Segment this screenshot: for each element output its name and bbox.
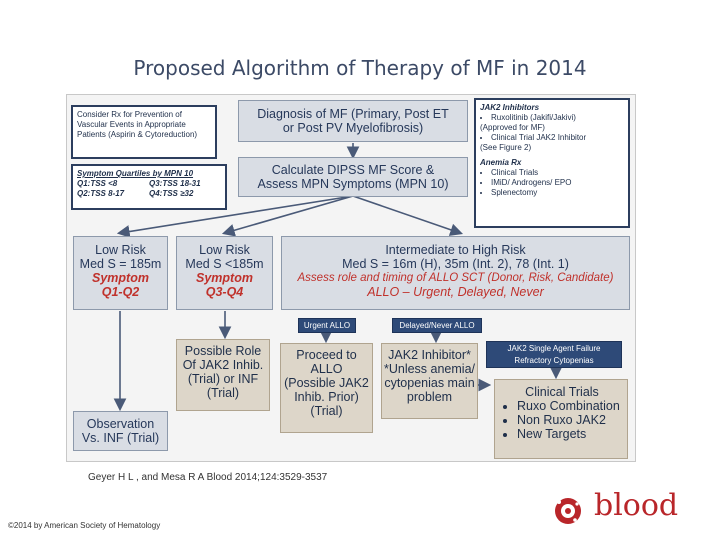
- anemia-item-splenectomy: Splenectomy: [491, 188, 624, 198]
- jak2-inhibitor-line-1: JAK2 Inhibitor*: [388, 348, 471, 362]
- page-title: Proposed Algorithm of Therapy of MF in 2…: [133, 56, 587, 80]
- proceed-to-allo-box: Proceed to ALLO (Possible JAK2 Inhib. Pr…: [280, 343, 373, 433]
- possible-role-box: Possible Role Of JAK2 Inhib. (Trial) or …: [176, 339, 270, 411]
- jak2-approved: (Approved for MF): [480, 123, 545, 132]
- consider-line-2: Vascular Events in Appropriate: [77, 120, 186, 129]
- quartiles-heading: Symptom Quartiles by MPN 10: [77, 169, 194, 178]
- low-risk-symptom: Symptom: [92, 271, 149, 285]
- clinical-item-non-ruxo: Non Ruxo JAK2: [517, 413, 623, 427]
- proceed-line-3: (Possible JAK2: [284, 376, 369, 390]
- low-risk-line-1: Low Risk: [95, 243, 146, 257]
- observation-line-1: Observation: [86, 417, 155, 431]
- diagnosis-box: Diagnosis of MF (Primary, Post ET or Pos…: [238, 100, 468, 142]
- observation-box: Observation Vs. INF (Trial): [73, 411, 168, 451]
- low-risk-line-2: Med S = 185m: [79, 257, 162, 271]
- symptom-quartiles-box: Symptom Quartiles by MPN 10 Q1:TSS <8 Q3:…: [71, 164, 227, 210]
- jak2-inhibitor-line-2: *Unless anemia/: [383, 362, 475, 376]
- anemia-heading: Anemia Rx: [480, 158, 522, 167]
- low-risk2-quartile: Q3-Q4: [205, 285, 244, 299]
- jak2-item-clinical-trial: Clinical Trial JAK2 Inhibitor: [491, 133, 624, 143]
- citation: Geyer H L , and Mesa R A Blood 2014;124:…: [88, 472, 328, 483]
- clinical-trials-box: Clinical Trials Ruxo Combination Non Rux…: [494, 379, 628, 459]
- diagnosis-line-1: Diagnosis of MF (Primary, Post ET: [257, 107, 449, 121]
- urgent-allo-label: Urgent ALLO: [298, 318, 356, 333]
- delayed-never-allo-label: Delayed/Never ALLO: [392, 318, 482, 333]
- anemia-item-clinical-trials: Clinical Trials: [491, 168, 624, 178]
- low-risk-q3q4-box: Low Risk Med S <185m Symptom Q3-Q4: [176, 236, 273, 310]
- intermediate-line-4: ALLO – Urgent, Delayed, Never: [367, 285, 544, 299]
- possible-line-4: (Trial): [206, 386, 240, 400]
- intermediate-line-2: Med S = 16m (H), 35m (Int. 2), 78 (Int. …: [342, 257, 569, 271]
- intermediate-high-risk-box: Intermediate to High Risk Med S = 16m (H…: [281, 236, 630, 310]
- quartile-q4: Q4:TSS ≥32: [149, 189, 194, 198]
- proceed-line-4: Inhib. Prior): [294, 390, 359, 404]
- possible-line-1: Possible Role: [184, 344, 262, 358]
- low-risk-q1q2-box: Low Risk Med S = 185m Symptom Q1-Q2: [73, 236, 168, 310]
- calculate-line-1: Calculate DIPSS MF Score &: [271, 163, 435, 177]
- jak2-single-agent-failure-label: JAK2 Single Agent Failure Refractory Cyt…: [486, 341, 622, 368]
- calculate-box: Calculate DIPSS MF Score & Assess MPN Sy…: [238, 157, 468, 197]
- intermediate-line-1: Intermediate to High Risk: [385, 243, 526, 257]
- jak2-failure-line-2: Refractory Cytopenias: [514, 356, 594, 365]
- diagnosis-line-2: or Post PV Myelofibrosis): [282, 121, 424, 135]
- low-risk2-line-1: Low Risk: [199, 243, 250, 257]
- quartile-q2: Q2:TSS 8-17: [77, 189, 125, 198]
- proceed-line-5: (Trial): [310, 404, 343, 418]
- jak2-see-figure: (See Figure 2): [480, 143, 532, 152]
- jak2-inhibitor-box: JAK2 Inhibitor* *Unless anemia/ cytopeni…: [381, 343, 478, 419]
- blood-logo-icon: [555, 498, 581, 524]
- consider-line-3: Patients (Aspirin & Cytoreduction): [77, 130, 198, 139]
- consider-rx-box: Consider Rx for Prevention of Vascular E…: [71, 105, 217, 159]
- low-risk2-line-2: Med S <185m: [185, 257, 264, 271]
- low-risk-quartile: Q1-Q2: [101, 285, 140, 299]
- calculate-line-2: Assess MPN Symptoms (MPN 10): [257, 177, 449, 191]
- jak2-inhibitor-line-3: cytopenias main: [384, 376, 475, 390]
- clinical-heading: Clinical Trials: [525, 385, 599, 399]
- copyright: ©2014 by American Society of Hematology: [8, 521, 161, 530]
- jak2-item-ruxolitinib: Ruxolitinib (Jakifi/Jakivi): [491, 113, 624, 123]
- possible-line-2: Of JAK2 Inhib.: [182, 358, 264, 372]
- anemia-item-imid: IMiD/ Androgens/ EPO: [491, 178, 624, 188]
- quartile-q3: Q3:TSS 18-31: [149, 179, 201, 188]
- jak2-inhibitors-box: JAK2 Inhibitors Ruxolitinib (Jakifi/Jaki…: [474, 98, 630, 228]
- jak2-inhibitor-line-4: problem: [406, 390, 453, 404]
- consider-line-1: Consider Rx for Prevention of: [77, 110, 182, 119]
- proceed-line-2: ALLO: [310, 362, 343, 376]
- intermediate-line-3: Assess role and timing of ALLO SCT (Dono…: [297, 272, 614, 284]
- quartile-q1: Q1:TSS <8: [77, 179, 118, 188]
- proceed-line-1: Proceed to: [296, 348, 357, 362]
- clinical-item-new-targets: New Targets: [517, 427, 623, 441]
- jak2-failure-line-1: JAK2 Single Agent Failure: [507, 344, 601, 353]
- clinical-item-ruxo: Ruxo Combination: [517, 399, 623, 413]
- jak2-heading: JAK2 Inhibitors: [480, 103, 540, 112]
- blood-logo-text: blood: [594, 488, 679, 523]
- low-risk2-symptom: Symptom: [196, 271, 253, 285]
- possible-line-3: (Trial) or INF: [187, 372, 259, 386]
- observation-line-2: Vs. INF (Trial): [81, 431, 160, 445]
